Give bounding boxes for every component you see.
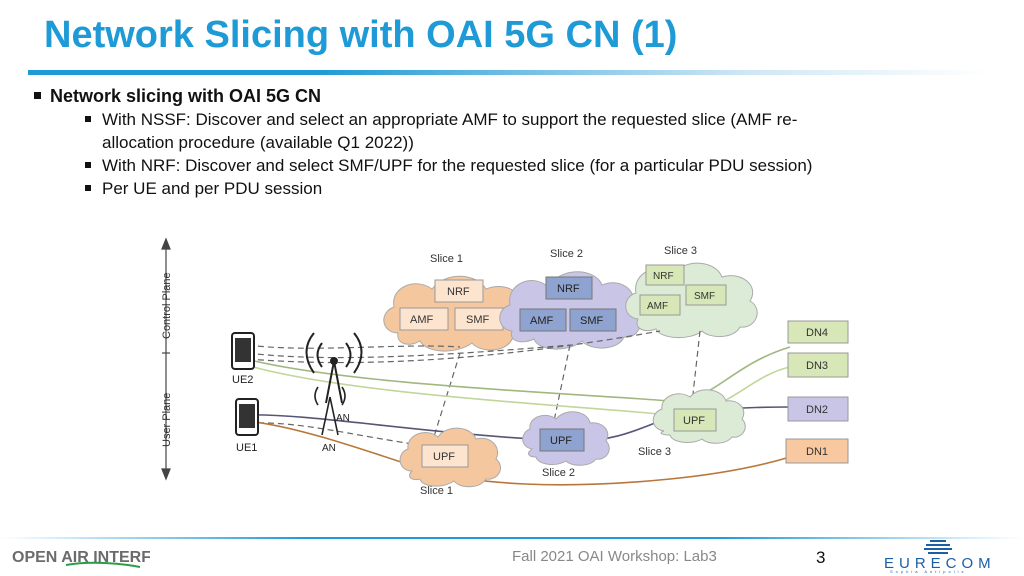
slice1-upf-box — [421, 444, 469, 468]
bullet-nssf: With NSSF: Discover and select an approp… — [32, 108, 992, 154]
slice3-upf-label: Slice 3 — [638, 446, 671, 458]
slice3-control-cloud: Slice 3 NRF SMF AMF — [625, 245, 758, 338]
dn2-label: DN2 — [806, 404, 828, 416]
slice3-amf: AMF — [647, 301, 668, 312]
slice1-upf: UPF — [433, 451, 455, 463]
slice2-smf-box — [569, 308, 617, 332]
openairinterface-logo: OPEN AIR INTERFACE — [12, 549, 150, 568]
ue2-label: UE2 — [232, 374, 253, 386]
slice2-amf-box — [519, 308, 567, 332]
slice1-label: Slice 1 — [430, 253, 463, 265]
slice3-smf-box — [685, 284, 727, 306]
control-plane-label: Control Plane — [161, 272, 173, 339]
slice3-upf-cloud: UPF Slice 3 — [638, 389, 746, 458]
user-plane-label: User Plane — [161, 393, 173, 447]
ue1-label: UE1 — [236, 442, 257, 454]
slice3-nrf-box — [645, 264, 685, 286]
slice1-smf: SMF — [466, 314, 490, 326]
slice2-upf-box — [539, 428, 585, 452]
slice2-nrf-box — [545, 276, 593, 300]
slice3-label: Slice 3 — [664, 245, 697, 257]
eurecom-logo: EURECOM Sophia Antipolis — [884, 540, 996, 574]
bullet-main: Network slicing with OAI 5G CN — [32, 84, 992, 108]
network-slicing-diagram: Control Plane User Plane Slice 1 NRF AMF… — [161, 237, 849, 497]
bullet-per-ue: Per UE and per PDU session — [32, 177, 992, 200]
dn1-label: DN1 — [806, 446, 828, 458]
page-number: 3 — [816, 548, 826, 567]
slice2-upf-label: Slice 2 — [542, 467, 575, 479]
an-top-label: AN — [336, 413, 350, 424]
antenna-bottom-icon — [314, 386, 346, 436]
ue1-phone-icon — [235, 398, 259, 436]
slice3-upf-box — [673, 408, 717, 432]
slice1-upf-label: Slice 1 — [420, 485, 453, 497]
dn3-label: DN3 — [806, 360, 828, 372]
slice1-control-cloud: Slice 1 NRF AMF SMF — [383, 253, 530, 352]
dn1-box: DN1 — [785, 438, 849, 464]
an-bottom-label: AN — [322, 443, 336, 454]
bullet-nssf-line2: allocation procedure (available Q1 2022)… — [102, 133, 414, 152]
dn3-box: DN3 — [787, 352, 849, 378]
slice2-label: Slice 2 — [550, 248, 583, 260]
logo-eurecom-sub: Sophia Antipolis — [890, 569, 966, 574]
slide-title: Network Slicing with OAI 5G CN (1) — [44, 14, 678, 56]
slice3-nrf: NRF — [653, 271, 674, 282]
control-links — [247, 330, 701, 446]
dn4-label: DN4 — [806, 327, 828, 339]
title-divider — [28, 70, 988, 75]
footer-divider — [0, 537, 1024, 539]
slice2-upf-cloud: UPF Slice 2 — [522, 411, 610, 479]
bullet-list: Network slicing with OAI 5G CN With NSSF… — [32, 84, 992, 200]
bullet-nrf: With NRF: Discover and select SMF/UPF fo… — [32, 154, 992, 177]
dn4-box: DN4 — [787, 320, 849, 344]
slice2-amf: AMF — [530, 315, 554, 327]
logo-eurecom-text: EURECOM — [884, 555, 996, 572]
logo-oai-text: OPEN AIR INTERFACE — [12, 549, 150, 566]
slice1-amf: AMF — [410, 314, 434, 326]
slice1-nrf-box — [434, 279, 484, 303]
slice2-control-cloud: Slice 2 NRF AMF SMF — [499, 248, 642, 350]
footer-text: Fall 2021 OAI Workshop: Lab3 — [512, 548, 717, 565]
slice2-smf: SMF — [580, 315, 604, 327]
slice3-smf: SMF — [694, 291, 715, 302]
slice1-upf-cloud: UPF Slice 1 — [399, 427, 501, 497]
slice2-upf: UPF — [550, 435, 572, 447]
bullet-nssf-line1: With NSSF: Discover and select an approp… — [102, 110, 798, 129]
slice3-amf-box — [639, 294, 681, 316]
ue2-phone-icon — [231, 332, 255, 370]
slice1-amf-box — [399, 307, 449, 331]
slice2-nrf: NRF — [557, 283, 580, 295]
slice1-nrf: NRF — [447, 286, 470, 298]
dn2-box: DN2 — [787, 396, 849, 422]
plane-axis — [161, 237, 171, 481]
slice3-upf: UPF — [683, 415, 705, 427]
antenna-top-icon — [305, 332, 363, 404]
